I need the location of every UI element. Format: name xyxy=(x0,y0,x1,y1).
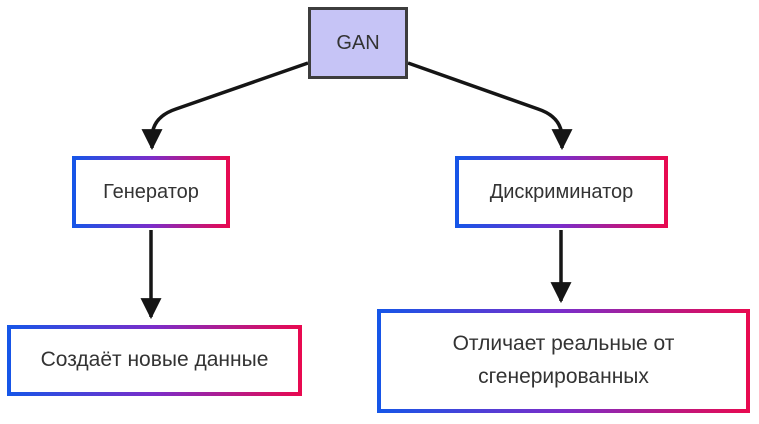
edge-gan-to-generator xyxy=(141,61,309,151)
node-gan-label: GAN xyxy=(336,31,380,54)
node-discriminator: Дискриминатор xyxy=(455,156,668,228)
node-discriminator-label: Дискриминатор xyxy=(489,180,634,203)
node-discriminator-function: Отличает реальные от сгенерированных xyxy=(377,309,750,413)
node-generator-label: Генератор xyxy=(103,180,199,203)
node-generator-function: Создаёт новые данные xyxy=(7,325,302,396)
node-discriminator-function-label: Отличает реальные от сгенерированных xyxy=(452,332,675,388)
edge-gan-to-discriminator xyxy=(407,61,573,151)
node-generator: Генератор xyxy=(72,156,230,228)
node-gan: GAN xyxy=(308,7,408,79)
node-generator-function-label: Создаёт новые данные xyxy=(40,348,269,372)
